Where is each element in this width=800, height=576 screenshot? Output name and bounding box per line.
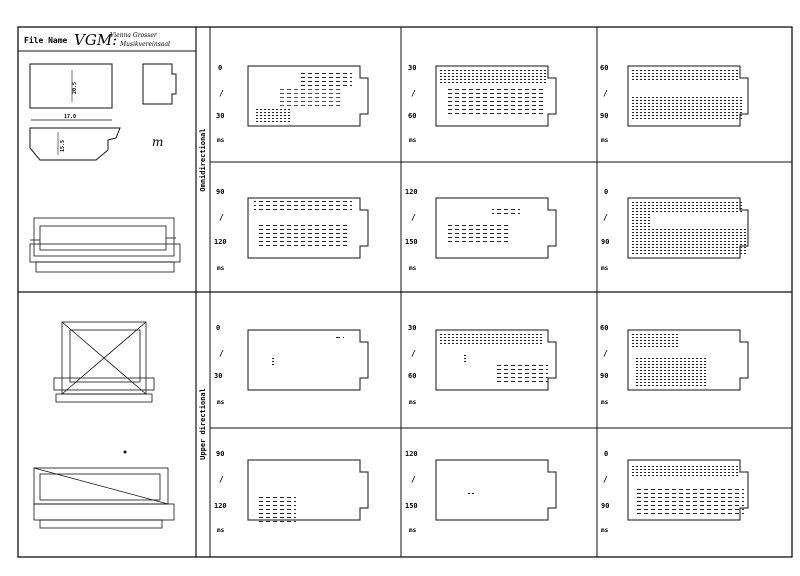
time-end: 90 bbox=[601, 238, 609, 246]
time-sep: / bbox=[219, 89, 224, 98]
time-end: 60 bbox=[408, 372, 416, 380]
time-unit: ms bbox=[601, 137, 609, 144]
dot-mark bbox=[123, 450, 127, 454]
plot-cell: 60 / 90 ms bbox=[600, 64, 749, 144]
plot-cell: 30 / 60 ms bbox=[408, 64, 557, 144]
time-unit: ms bbox=[601, 527, 609, 534]
time-sep: / bbox=[219, 213, 224, 222]
time-sep: / bbox=[411, 475, 416, 484]
scale-mark: m bbox=[152, 135, 163, 149]
width-dimension: 17.0 bbox=[64, 114, 76, 120]
time-end: 60 bbox=[408, 112, 416, 120]
time-sep: / bbox=[411, 349, 416, 358]
time-start: 30 bbox=[408, 64, 416, 72]
hall-wireframe-2 bbox=[53, 321, 155, 403]
time-end: 90 bbox=[600, 372, 608, 380]
time-end: 90 bbox=[601, 502, 609, 510]
time-unit: ms bbox=[601, 265, 609, 272]
time-sep: / bbox=[219, 475, 224, 484]
floor-plan-drawing bbox=[29, 63, 177, 161]
time-start: 0 bbox=[216, 324, 220, 332]
time-start: 90 bbox=[216, 188, 224, 196]
time-unit: ms bbox=[217, 137, 225, 144]
plot-cell: 0 / 30 ms bbox=[216, 64, 369, 144]
time-end: 120 bbox=[214, 502, 227, 510]
time-sep: / bbox=[603, 475, 608, 484]
time-start: 0 bbox=[218, 64, 222, 72]
plot-cell: 0 / 30 ms bbox=[214, 324, 369, 406]
plot-cell: 30 / 60 ms bbox=[408, 324, 557, 406]
time-end: 30 bbox=[214, 372, 222, 380]
plot-cell: 120 / 150 ms bbox=[405, 450, 557, 534]
plot-cell: 0 / 90 ms bbox=[601, 188, 749, 272]
time-start: 60 bbox=[600, 324, 608, 332]
time-start: 120 bbox=[405, 450, 418, 458]
height-dimension: 20.5 bbox=[72, 82, 78, 94]
time-end: 30 bbox=[216, 112, 224, 120]
plot-cell: 0 / 90 ms bbox=[601, 450, 749, 534]
time-unit: ms bbox=[217, 399, 225, 406]
time-start: 0 bbox=[604, 188, 608, 196]
time-start: 120 bbox=[405, 188, 418, 196]
time-unit: ms bbox=[217, 265, 225, 272]
hall-wireframe-1 bbox=[29, 217, 181, 273]
section-dimension: 15.5 bbox=[60, 140, 66, 152]
hall-wireframe-3 bbox=[33, 467, 175, 529]
time-end: 150 bbox=[405, 502, 418, 510]
file-name-value: VGM: bbox=[74, 31, 117, 49]
time-sep: / bbox=[411, 213, 416, 222]
time-start: 90 bbox=[216, 450, 224, 458]
time-sep: / bbox=[219, 349, 224, 358]
time-sep: / bbox=[603, 213, 608, 222]
time-unit: ms bbox=[409, 265, 417, 272]
time-unit: ms bbox=[601, 399, 609, 406]
hall-name-line1: Vienna Grosser bbox=[110, 32, 158, 39]
time-end: 120 bbox=[214, 238, 227, 246]
plot-cell: 120 / 150 ms bbox=[405, 188, 557, 272]
file-name-label: File Name bbox=[24, 35, 68, 45]
plot-cell: 90 / 120 ms bbox=[214, 188, 369, 272]
time-end: 150 bbox=[405, 238, 418, 246]
time-end: 90 bbox=[600, 112, 608, 120]
time-sep: / bbox=[603, 89, 608, 98]
plot-cell: 90 / 120 ms bbox=[214, 450, 369, 534]
time-start: 30 bbox=[408, 324, 416, 332]
time-unit: ms bbox=[217, 527, 225, 534]
time-sep: / bbox=[603, 349, 608, 358]
time-sep: / bbox=[411, 89, 416, 98]
time-unit: ms bbox=[409, 137, 417, 144]
time-unit: ms bbox=[409, 399, 417, 406]
time-start: 0 bbox=[604, 450, 608, 458]
time-start: 60 bbox=[600, 64, 608, 72]
section-label-upper: Upper directional bbox=[199, 388, 207, 460]
hall-name-line2: Musikvereinsaal bbox=[119, 41, 170, 48]
section-label-omni: Omnidirectional bbox=[199, 128, 207, 191]
time-unit: ms bbox=[409, 527, 417, 534]
plot-cell: 60 / 90 ms bbox=[600, 324, 749, 406]
